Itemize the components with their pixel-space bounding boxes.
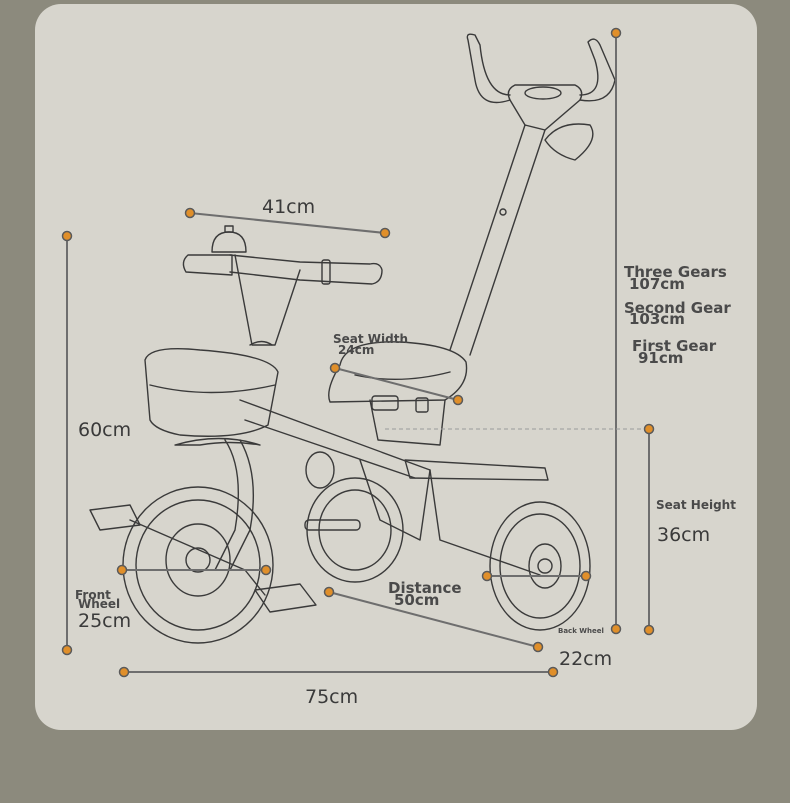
front-wheel-title-2: Wheel	[78, 597, 121, 611]
push-handle-grip	[507, 84, 583, 131]
marker-dot	[61, 230, 73, 242]
marker-dot	[452, 394, 464, 406]
front-basket	[144, 348, 279, 437]
marker-dot	[643, 423, 655, 435]
marker-dot	[116, 564, 128, 576]
distance-title: Distance	[388, 579, 462, 597]
marker-dot	[547, 666, 559, 678]
marker-dot	[580, 570, 592, 582]
seat-width-title: Seat Width	[333, 332, 409, 346]
marker-dot	[481, 570, 493, 582]
handlebar	[229, 254, 383, 285]
distance-value: 50cm	[394, 591, 440, 609]
first-gear-title: First Gear	[632, 337, 717, 355]
left-pedal	[89, 504, 141, 531]
marker-dot	[118, 666, 130, 678]
second-gear-value: 103cm	[629, 310, 685, 328]
marker-dot	[379, 227, 391, 239]
marker-dot	[323, 586, 335, 598]
marker-dot	[643, 624, 655, 636]
marker-dot	[610, 623, 622, 635]
right-pedal	[254, 583, 317, 613]
handlebar-width-label: 41cm	[262, 196, 316, 218]
distance-line	[328, 591, 539, 648]
handlebar-width-line	[189, 212, 386, 234]
frame-bar	[239, 399, 541, 576]
seat-height-value: 36cm	[657, 524, 711, 546]
marker-dot	[61, 644, 73, 656]
total-length-label: 75cm	[305, 686, 359, 708]
marker-dot	[610, 27, 622, 39]
push-rod	[449, 124, 546, 356]
total-height-label: 60cm	[78, 419, 132, 441]
three-gears-title: Three Gears	[624, 263, 727, 281]
bell	[211, 231, 247, 253]
front-wheel-title-1: Front	[75, 588, 111, 602]
back-wheel-title: Back Wheel	[558, 627, 604, 635]
marker-dot	[532, 641, 544, 653]
back-wheel-value: 22cm	[559, 648, 613, 670]
front-wheel	[122, 486, 274, 644]
rear-step	[404, 459, 549, 481]
seat-height-title: Seat Height	[656, 498, 736, 512]
first-gear-value: 91cm	[638, 349, 684, 367]
three-gears-value: 107cm	[629, 275, 685, 293]
seat	[328, 341, 468, 403]
back-wheel	[489, 501, 591, 631]
marker-dot	[260, 564, 272, 576]
seat-width-value: 24cm	[338, 343, 375, 357]
seat-width-line	[334, 367, 459, 401]
marker-dot	[184, 207, 196, 219]
second-gear-title: Second Gear	[624, 299, 731, 317]
front-wheel-value: 25cm	[78, 610, 132, 632]
marker-dot	[329, 362, 341, 374]
